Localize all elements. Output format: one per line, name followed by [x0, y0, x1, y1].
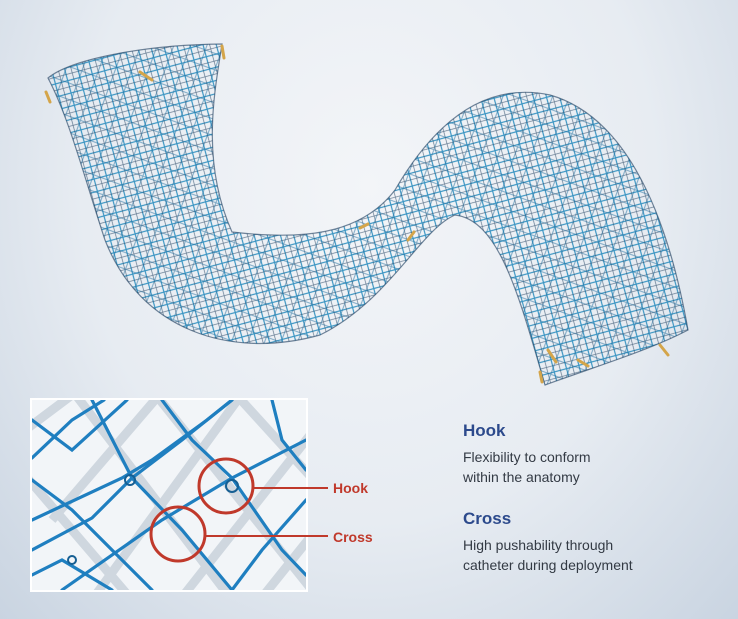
feature-cross-line2: catheter during deployment	[463, 557, 633, 573]
feature-cross-title: Cross	[463, 509, 512, 528]
feature-cross-description: High pushability through catheter during…	[463, 535, 723, 575]
feature-hook-line2: within the anatomy	[463, 469, 580, 485]
stent-body	[47, 43, 689, 386]
closeup-mesh	[32, 400, 306, 590]
closeup-inset	[30, 398, 308, 592]
feature-cross: Cross High pushability through catheter …	[463, 510, 723, 575]
feature-hook-description: Flexibility to conform within the anatom…	[463, 447, 723, 487]
stent-illustration	[44, 43, 689, 386]
feature-cross-line1: High pushability through	[463, 537, 614, 553]
stent-markers	[44, 44, 670, 384]
feature-hook-title: Hook	[463, 421, 506, 440]
cross-callout-label: Cross	[333, 529, 373, 545]
hook-callout-label: Hook	[333, 480, 368, 496]
feature-hook: Hook Flexibility to conform within the a…	[463, 422, 723, 487]
feature-hook-line1: Flexibility to conform	[463, 449, 591, 465]
